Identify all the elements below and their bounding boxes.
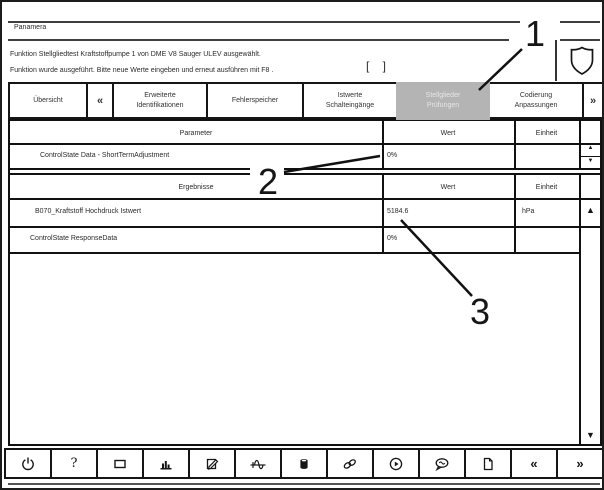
param-scroll-down-icon[interactable]: ▼ bbox=[587, 158, 594, 164]
results-row-wert[interactable]: 5184.6 bbox=[387, 208, 409, 215]
tab-stellglieder-pruefungen[interactable]: Stellglieder Prüfungen bbox=[396, 82, 490, 120]
tab-label: Codierung bbox=[519, 91, 553, 99]
results-top-line-right bbox=[284, 173, 600, 175]
tab-label: Prüfungen bbox=[426, 102, 460, 109]
results-scroll-up-icon[interactable]: ▲ bbox=[586, 205, 595, 215]
report-button[interactable] bbox=[464, 448, 512, 479]
tab-uebersicht[interactable]: Übersicht bbox=[8, 82, 88, 119]
tab-label: Identifikationen bbox=[136, 101, 184, 109]
bar-chart-icon bbox=[158, 456, 174, 472]
param-header-parameter: Parameter bbox=[179, 129, 213, 137]
forward-button[interactable]: » bbox=[556, 448, 602, 479]
callout-1: 1 bbox=[524, 13, 546, 54]
protocol-button[interactable] bbox=[188, 448, 236, 479]
param-scrollbar-divider bbox=[579, 121, 581, 169]
link-icon bbox=[341, 456, 359, 472]
param-bottom-line-right bbox=[284, 168, 600, 170]
second-rule-left bbox=[8, 39, 509, 41]
document-icon bbox=[480, 456, 496, 472]
results-header-ergebnisse: Ergebnisse bbox=[178, 183, 214, 191]
param-row-name[interactable]: ControlState Data - ShortTermAdjustment bbox=[40, 152, 170, 159]
tab-label: Istwerte bbox=[337, 91, 363, 99]
tab-label: Erweiterte bbox=[144, 91, 176, 99]
brackets-indicator: [ ] bbox=[366, 59, 387, 73]
speech-bubble-icon bbox=[433, 456, 451, 472]
power-icon bbox=[20, 456, 36, 472]
param-row-wert[interactable]: 0% bbox=[387, 152, 398, 159]
tab-scroll-right[interactable]: » bbox=[582, 82, 602, 119]
screen-button[interactable] bbox=[96, 448, 144, 479]
results-row2-underline bbox=[10, 252, 579, 254]
results-col-divider-1 bbox=[382, 175, 384, 252]
tab-label: Übersicht bbox=[33, 96, 63, 104]
status-line-1: Funktion Stellgliedtest Kraftstoffpumpe … bbox=[10, 51, 261, 58]
tab-istwerte-schalteingaenge[interactable]: Istwerte Schalteingänge bbox=[302, 82, 398, 119]
param-scroll-up-icon[interactable]: ▲ bbox=[587, 145, 594, 151]
results-row-name[interactable]: B070_Kraftstoff Hochdruck Istwert bbox=[35, 208, 142, 215]
tab-label: Anpassungen bbox=[514, 101, 558, 109]
tab-erweiterte-identifikationen[interactable]: Erweiterte Identifikationen bbox=[112, 82, 208, 119]
param-header-wert: Wert bbox=[440, 129, 456, 137]
results-row-einheit[interactable]: hPa bbox=[522, 208, 535, 215]
question-icon: ? bbox=[70, 456, 78, 471]
tab-label: Stellglieder bbox=[425, 92, 461, 99]
trash-icon bbox=[296, 456, 312, 472]
play-circle-icon bbox=[388, 456, 404, 472]
results-row-name[interactable]: ControlState ResponseData bbox=[30, 235, 118, 242]
results-col-divider-2 bbox=[514, 175, 516, 252]
run-function-button[interactable] bbox=[372, 448, 420, 479]
param-header-einheit: Einheit bbox=[535, 129, 558, 137]
callout-3: 3 bbox=[469, 291, 491, 332]
param-scroll-split bbox=[579, 156, 600, 157]
messages-button[interactable] bbox=[418, 448, 466, 479]
trash-button[interactable] bbox=[280, 448, 328, 479]
oscilloscope-button[interactable] bbox=[234, 448, 282, 479]
tab-codierung-anpassungen[interactable]: Codierung Anpassungen bbox=[488, 82, 584, 119]
note-edit-icon bbox=[204, 456, 220, 472]
power-button[interactable] bbox=[4, 448, 52, 479]
status-line-2: Funktion wurde ausgeführt. Bitte neue We… bbox=[10, 67, 274, 74]
results-header-underline bbox=[10, 198, 600, 200]
bottom-rule bbox=[8, 483, 600, 485]
measurements-button[interactable] bbox=[142, 448, 190, 479]
results-header-wert: Wert bbox=[440, 183, 456, 191]
results-header-einheit: Einheit bbox=[535, 183, 558, 191]
param-col-divider-2 bbox=[514, 121, 516, 169]
tab-label: Fehlerspeicher bbox=[231, 96, 279, 104]
content-area bbox=[8, 119, 602, 446]
shield-icon bbox=[569, 46, 595, 76]
results-row-wert[interactable]: 0% bbox=[387, 235, 398, 242]
param-col-divider-1 bbox=[382, 121, 384, 169]
connections-button[interactable] bbox=[326, 448, 374, 479]
waveform-icon bbox=[249, 456, 267, 472]
status-area-divider bbox=[555, 40, 557, 81]
param-bottom-line-left bbox=[10, 168, 250, 170]
tab-label: Schalteingänge bbox=[325, 101, 375, 109]
param-header-underline bbox=[10, 143, 600, 145]
results-scrollbar-divider bbox=[579, 175, 581, 444]
vehicle-model-label: Panamera bbox=[14, 24, 47, 31]
back-button[interactable]: « bbox=[510, 448, 558, 479]
tab-scroll-left[interactable]: « bbox=[86, 82, 114, 119]
double-chevron-right-icon: » bbox=[576, 456, 584, 471]
results-top-line-left bbox=[10, 173, 250, 175]
help-button[interactable]: ? bbox=[50, 448, 98, 479]
double-chevron-left-icon: « bbox=[530, 456, 538, 471]
top-rule-right bbox=[560, 21, 600, 23]
top-rule-left bbox=[8, 21, 520, 23]
function-toolbar: ? bbox=[4, 448, 602, 479]
results-scroll-down-icon[interactable]: ▼ bbox=[586, 430, 595, 440]
rectangle-icon bbox=[112, 456, 128, 472]
double-chevron-left-icon: « bbox=[96, 94, 104, 107]
callout-2: 2 bbox=[257, 161, 279, 202]
second-rule-right bbox=[560, 39, 600, 41]
results-row1-underline bbox=[10, 226, 600, 228]
tab-fehlerspeicher[interactable]: Fehlerspeicher bbox=[206, 82, 304, 119]
double-chevron-right-icon: » bbox=[589, 94, 597, 107]
